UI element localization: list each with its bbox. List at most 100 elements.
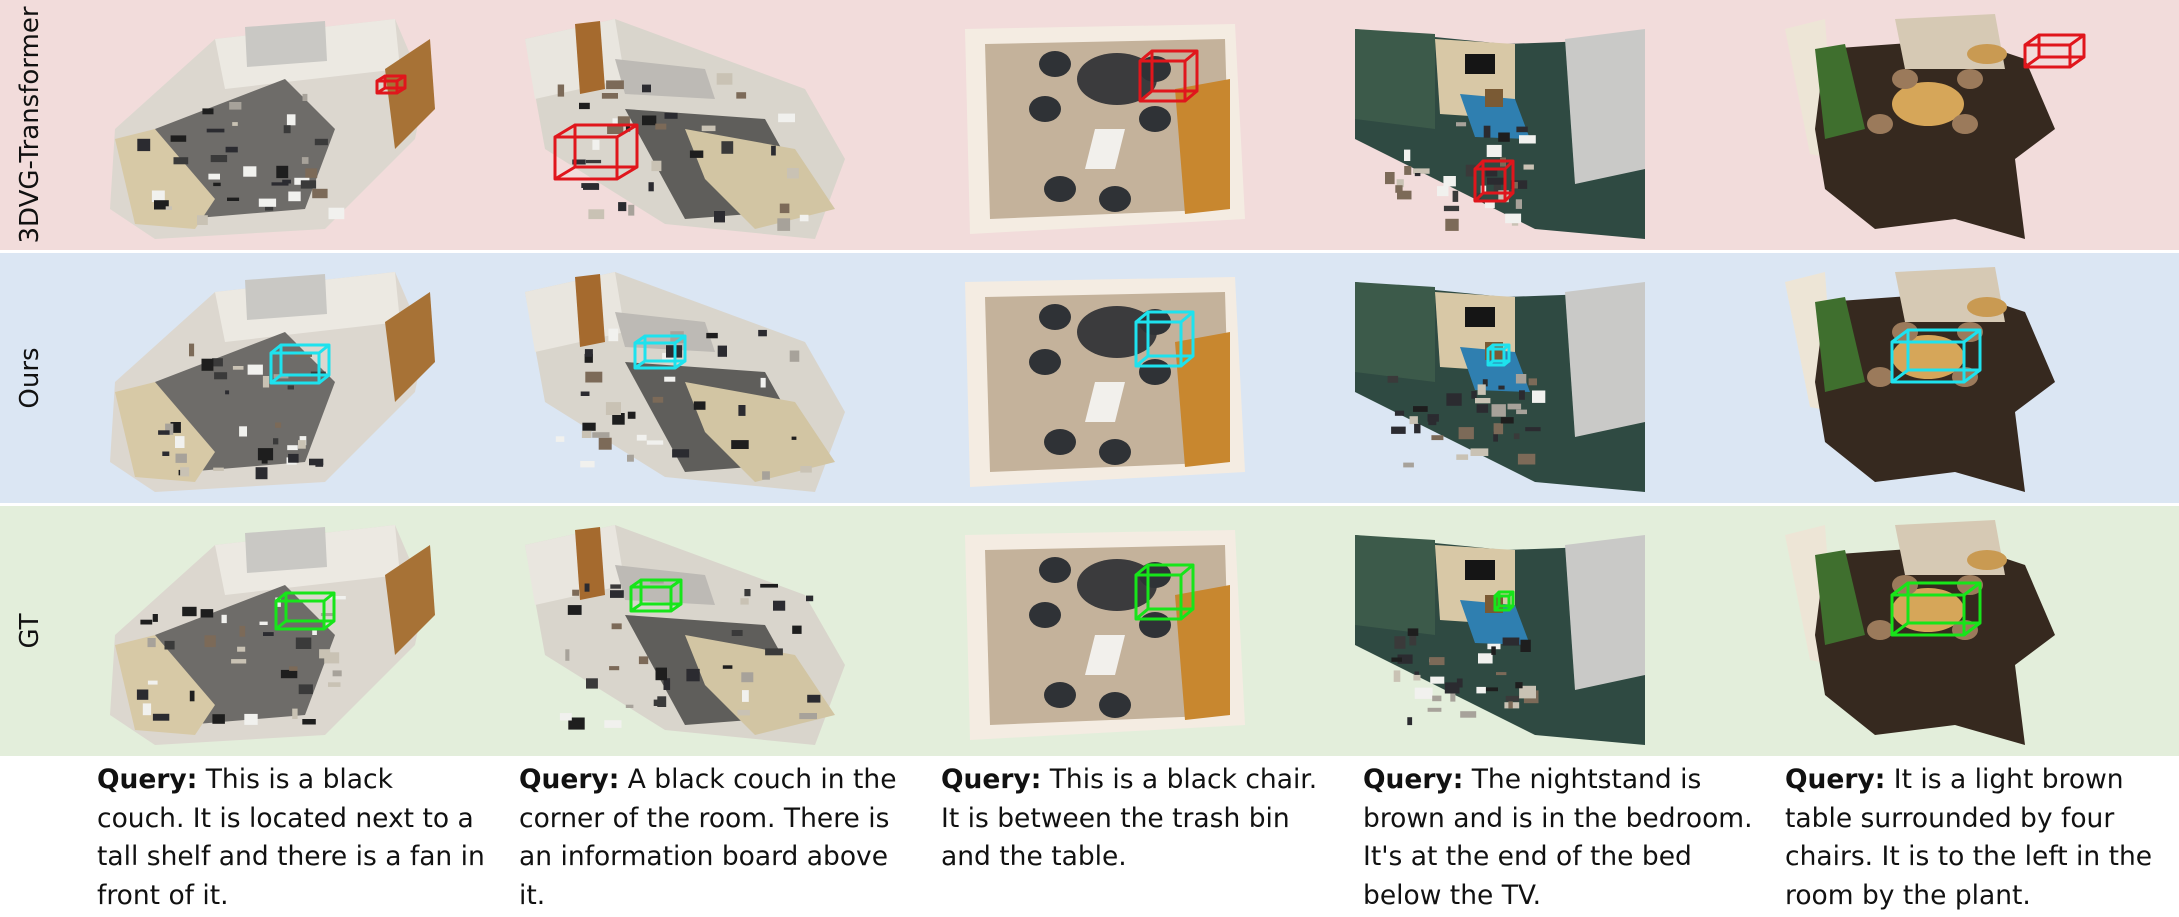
clutter-object bbox=[1394, 636, 1406, 649]
clutter-object bbox=[170, 422, 181, 433]
clutter-object bbox=[800, 466, 812, 473]
room-render bbox=[965, 277, 1245, 487]
clutter-object bbox=[1460, 711, 1477, 718]
clutter-object bbox=[1437, 186, 1449, 197]
bounding-box bbox=[269, 343, 331, 385]
clutter-object bbox=[1444, 682, 1460, 694]
clutter-object bbox=[202, 108, 214, 115]
clutter-object bbox=[1513, 181, 1518, 189]
bed bbox=[1460, 347, 1530, 392]
desk bbox=[685, 129, 835, 229]
clutter-object bbox=[617, 116, 630, 125]
clutter-object bbox=[609, 666, 620, 671]
far-table bbox=[1967, 550, 2007, 570]
bedroom-scene-render bbox=[1345, 515, 1755, 747]
room-render bbox=[1785, 14, 2055, 239]
clutter-object bbox=[565, 649, 570, 661]
clutter-object bbox=[1397, 654, 1413, 664]
lounge-scene-render bbox=[1755, 9, 2165, 241]
room-render bbox=[1355, 282, 1645, 492]
clutter-object bbox=[208, 173, 220, 180]
side-wall bbox=[1565, 282, 1645, 437]
clutter-object bbox=[601, 93, 618, 99]
clutter-object bbox=[302, 93, 308, 101]
chair bbox=[1957, 322, 1983, 342]
clutter-object bbox=[789, 350, 800, 362]
room-render bbox=[110, 525, 435, 745]
clutter-object bbox=[152, 614, 158, 622]
clutter-object bbox=[1456, 678, 1463, 688]
clutter-object bbox=[1532, 390, 1546, 403]
clutter-object bbox=[1413, 406, 1428, 412]
clutter-object bbox=[559, 713, 572, 721]
bounding-box bbox=[1138, 49, 1199, 103]
chair bbox=[1044, 429, 1076, 455]
clutter-object bbox=[232, 366, 244, 370]
chair bbox=[1139, 106, 1171, 132]
clutter-object bbox=[175, 436, 185, 448]
wooden-door bbox=[575, 274, 605, 347]
floor-gap bbox=[1085, 635, 1125, 675]
clutter-object bbox=[610, 590, 624, 598]
tv bbox=[1465, 307, 1495, 327]
clutter-object bbox=[689, 150, 704, 158]
clutter-object bbox=[1515, 374, 1527, 384]
clutter-object bbox=[147, 638, 156, 648]
bounding-box bbox=[633, 334, 687, 370]
clutter-object bbox=[1404, 166, 1412, 175]
room-render bbox=[110, 19, 435, 239]
scene-image bbox=[965, 530, 1245, 740]
clutter-object bbox=[714, 211, 725, 223]
room-render bbox=[1355, 535, 1645, 745]
clutter-object bbox=[618, 202, 627, 212]
clutter-object bbox=[807, 694, 821, 703]
clutter-object bbox=[1476, 404, 1489, 413]
desk bbox=[115, 129, 215, 229]
clutter-object bbox=[283, 125, 291, 134]
bounding-box bbox=[2023, 33, 2086, 69]
clutter-object bbox=[605, 402, 621, 415]
room-render bbox=[110, 272, 435, 492]
clutter-object bbox=[1403, 462, 1414, 468]
clutter-object bbox=[636, 434, 647, 441]
clutter-object bbox=[582, 422, 596, 431]
clutter-object bbox=[1496, 672, 1507, 676]
room-render bbox=[525, 525, 845, 745]
clutter-object bbox=[1505, 213, 1522, 224]
nightstand bbox=[1485, 89, 1503, 107]
clutter-object bbox=[657, 696, 667, 707]
side-wall bbox=[1565, 535, 1645, 690]
desk bbox=[685, 382, 835, 482]
clutter-object bbox=[1397, 190, 1412, 200]
clutter-object bbox=[572, 589, 580, 596]
clutter-object bbox=[642, 115, 657, 126]
clutter-object bbox=[231, 659, 247, 664]
clutter-object bbox=[1482, 687, 1498, 692]
clutter-object bbox=[1456, 454, 1469, 460]
query-prefix: Query: bbox=[1785, 764, 1886, 795]
clutter-object bbox=[721, 141, 734, 154]
clutter-object bbox=[1450, 691, 1456, 702]
clutter-object bbox=[1484, 201, 1495, 209]
clutter-object bbox=[225, 146, 238, 153]
clutter-object bbox=[1414, 687, 1433, 699]
chair bbox=[1867, 620, 1893, 640]
query-prefix: Query: bbox=[519, 764, 620, 795]
clutter-object bbox=[309, 458, 324, 466]
clutter-object bbox=[1414, 423, 1421, 434]
clutter-object bbox=[280, 669, 298, 679]
chair bbox=[1957, 575, 1983, 595]
clutter-object bbox=[799, 713, 817, 720]
clutter-object bbox=[328, 207, 345, 220]
clutter-object bbox=[1471, 391, 1477, 399]
clutter-object bbox=[258, 198, 277, 207]
clutter-object bbox=[213, 467, 224, 471]
clutter-object bbox=[182, 606, 197, 617]
scene-image bbox=[1355, 282, 1645, 492]
chair bbox=[1139, 359, 1171, 385]
clutter-object bbox=[572, 159, 586, 165]
row-label: GT bbox=[0, 506, 60, 756]
clutter-object bbox=[137, 138, 151, 152]
scene-image bbox=[525, 272, 845, 492]
plant bbox=[1815, 550, 1865, 645]
